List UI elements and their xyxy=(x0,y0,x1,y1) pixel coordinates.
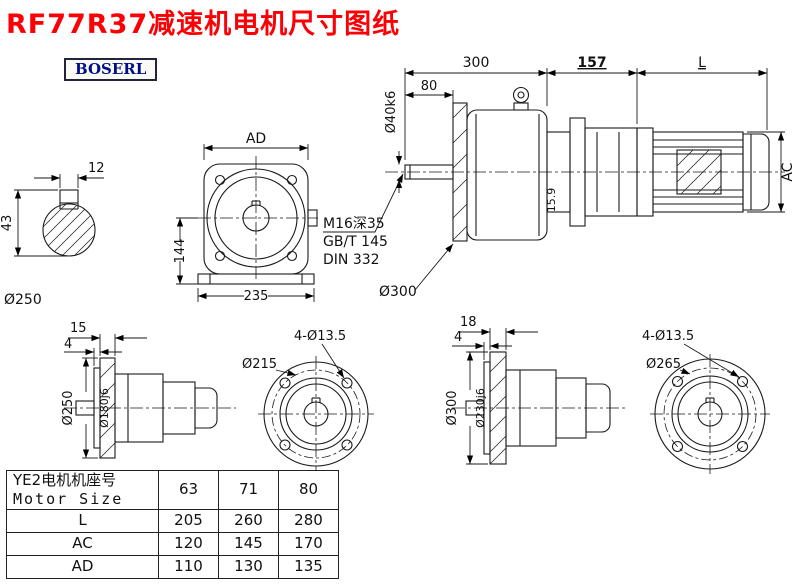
dim-label-80: 80 xyxy=(421,79,438,94)
front-view-dimensions: AD 144 235 xyxy=(173,131,315,304)
table-row-AC: AC 120 145 170 xyxy=(6,531,339,556)
f250-holes-label: 4-Ø13.5 xyxy=(294,329,346,344)
thread-note-line1: M16深35 xyxy=(323,216,385,232)
f300-od-label: Ø300 xyxy=(445,390,460,425)
flange300-front-view: 4-Ø13.5 Ø265 xyxy=(642,329,770,474)
flange250-front-geometry xyxy=(258,356,374,472)
shaft-section-dimensions: 12 43 Ø250 xyxy=(0,161,105,308)
value-L-71: 260 xyxy=(218,508,279,533)
ad-label: AD xyxy=(246,131,266,147)
dim-label-L: L xyxy=(698,55,706,71)
row-label-L: L xyxy=(6,508,159,533)
value-AD-71: 130 xyxy=(218,554,279,579)
table-header-row: YE2电机机座号 Motor Size 63 71 80 xyxy=(6,470,339,510)
flange300-front-dimensions: 4-Ø13.5 Ø265 xyxy=(642,329,740,378)
flange250-side-view: 15 4 Ø250 Ø180j6 xyxy=(61,321,236,459)
value-L-80: 280 xyxy=(278,508,339,533)
shaft-section-geometry xyxy=(42,189,96,257)
shaft-dia-label: Ø40k6 xyxy=(384,91,399,134)
table-row-L: L 205 260 280 xyxy=(6,508,339,533)
page-title: RF77R37减速机电机尺寸图纸 xyxy=(6,9,401,40)
flange-dia-label-300: Ø300 xyxy=(379,284,417,300)
flange300-front-geometry xyxy=(650,354,770,474)
flange250-front-dimensions: 4-Ø13.5 Ø215 xyxy=(242,329,346,379)
f300-spigot-label: 4 xyxy=(454,330,462,345)
f300-holes-label: 4-Ø13.5 xyxy=(642,329,694,344)
table-header-en: Motor Size xyxy=(13,489,124,508)
table-row-AD: AD 110 130 135 xyxy=(6,554,339,579)
f250-spigot-label: 4 xyxy=(64,337,72,352)
f300-bolt-circle-label: Ø265 xyxy=(646,357,681,372)
key-height-label: 43 xyxy=(0,215,15,232)
brand-logo: BOSERL xyxy=(64,58,158,81)
f250-thickness-label: 15 xyxy=(70,321,87,336)
value-AD-80: 135 xyxy=(278,554,339,579)
shaft-section-view: 12 43 Ø250 xyxy=(0,161,105,308)
flange300-side-geometry xyxy=(452,351,626,465)
f250-od-label: Ø250 xyxy=(61,390,76,425)
f300-spigot-dia-label: Ø230j6 xyxy=(474,388,487,428)
value-L-63: 205 xyxy=(158,508,219,533)
step-label-15-9: 15.9 xyxy=(545,188,558,213)
assembly-geometry xyxy=(385,86,785,242)
dim-label-157: 157 xyxy=(577,55,606,71)
value-AD-63: 110 xyxy=(158,554,219,579)
flange300-side-dimensions: 18 4 Ø300 Ø230j6 xyxy=(445,315,538,465)
flange250-side-geometry xyxy=(64,357,236,459)
motor-size-table: YE2电机机座号 Motor Size 63 71 80 L 205 260 2… xyxy=(6,470,339,579)
f250-bolt-circle-label: Ø215 xyxy=(242,357,277,372)
f250-spigot-dia-label: Ø180j6 xyxy=(98,388,111,428)
main-assembly-view: 300 157 L 80 Ø40k6 AC 15.9 M16深35 GB/T 1… xyxy=(323,55,796,300)
size-column-63: 63 xyxy=(158,470,219,510)
front-view-geometry xyxy=(197,156,318,285)
key-width-label: 12 xyxy=(88,161,105,176)
lifting-eye-icon xyxy=(512,86,530,111)
table-header-cell: YE2电机机座号 Motor Size xyxy=(6,470,159,510)
size-column-80: 80 xyxy=(278,470,339,510)
flange250-side-dimensions: 15 4 Ø250 Ø180j6 xyxy=(61,321,147,459)
value-AC-80: 170 xyxy=(278,531,339,556)
dim-label-300: 300 xyxy=(463,55,490,71)
row-label-AD: AD xyxy=(6,554,159,579)
flange300-side-view: 18 4 Ø300 Ø230j6 xyxy=(445,315,626,465)
section-flange-label: Ø250 xyxy=(4,292,42,308)
ac-label: AC xyxy=(780,162,796,181)
thread-note-line2: GB/T 145 xyxy=(323,234,388,250)
size-column-71: 71 xyxy=(218,470,279,510)
thread-note-line3: DIN 332 xyxy=(323,252,380,268)
row-label-AC: AC xyxy=(6,531,159,556)
table-header-cn: YE2电机机座号 xyxy=(13,471,117,489)
flange250-front-view: 4-Ø13.5 Ø215 xyxy=(242,329,374,472)
gearbox-front-view: AD 144 235 xyxy=(173,131,318,304)
value-AC-63: 120 xyxy=(158,531,219,556)
width-label-235: 235 xyxy=(244,289,269,304)
value-AC-71: 145 xyxy=(218,531,279,556)
height-label-144: 144 xyxy=(173,239,188,264)
assembly-dimensions: 300 157 L 80 Ø40k6 AC 15.9 M16深35 GB/T 1… xyxy=(323,55,796,300)
f300-thickness-label: 18 xyxy=(460,315,477,330)
